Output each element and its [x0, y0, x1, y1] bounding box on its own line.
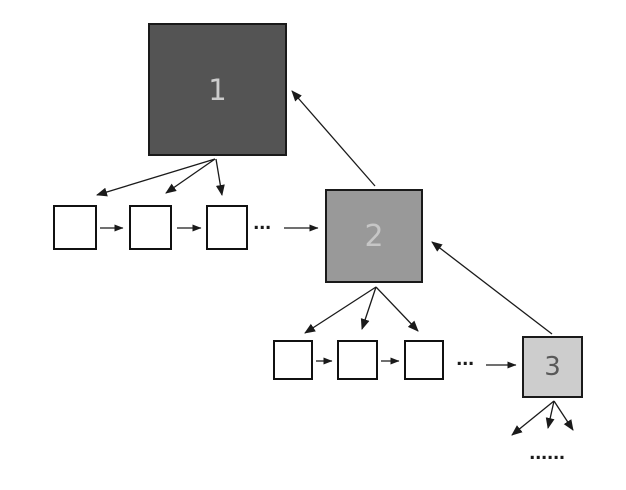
arrow-box3-continuation-1: [511, 400, 555, 436]
level-node-1-label: 1: [208, 72, 227, 107]
fan-arrows-from-box2: [304, 286, 419, 334]
chain1-ellipsis: ...: [253, 214, 271, 234]
arrow-box2-to-chain2-node3: [375, 286, 419, 332]
chain2-ellipsis: ...: [456, 350, 474, 370]
arrow-box3-continuation-2: [545, 400, 555, 429]
chain1-node-1: [53, 205, 97, 250]
chain2-node-1: [273, 340, 313, 380]
chain1-node-3: [206, 205, 248, 250]
arrow-box1-to-chain1-node1: [96, 158, 216, 197]
arrow-box1-to-chain1-node2: [165, 158, 216, 194]
level-node-3-label: 3: [544, 352, 561, 382]
chain2-node-3: [404, 340, 444, 380]
continuation-ellipsis: ......: [529, 444, 565, 464]
arrow-box3-continuation-3: [553, 400, 574, 431]
arrow-box2-to-box1: [291, 90, 376, 187]
level-node-3: 3: [522, 336, 583, 398]
arrow-box1-to-chain1-node3: [215, 158, 225, 196]
arrow-box2-to-chain2-node1: [304, 286, 377, 334]
arrow-box3-to-box2: [431, 241, 553, 335]
level-node-2-label: 2: [364, 218, 384, 254]
level-node-1: 1: [148, 23, 287, 156]
fan-arrows-from-box3: [511, 400, 574, 436]
chain1-node-2: [129, 205, 172, 250]
arrow-box2-to-chain2-node2: [360, 286, 377, 330]
level-node-2: 2: [325, 189, 423, 283]
chain2-node-2: [337, 340, 378, 380]
fan-arrows-from-box1: [96, 158, 225, 197]
